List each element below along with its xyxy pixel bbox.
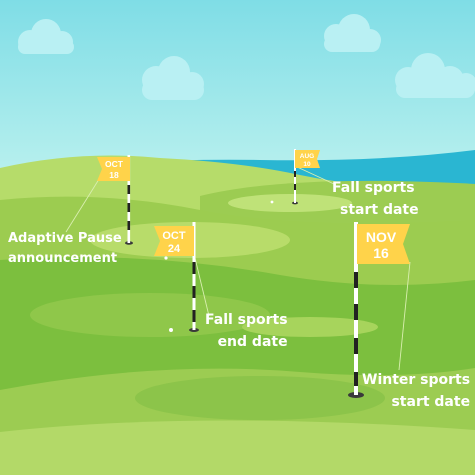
cloud — [324, 14, 381, 52]
flagpole-stripes — [294, 171, 296, 190]
fairway-fall-end — [30, 293, 270, 337]
connector-adaptive — [65, 175, 102, 233]
flag-month: OCT — [105, 159, 124, 169]
connector-winter — [398, 261, 411, 371]
flag-cloth — [154, 226, 194, 256]
golf-ball — [270, 200, 274, 204]
label-winter-start: Winter sports start date — [362, 369, 470, 413]
cloud — [142, 56, 204, 100]
flag-cloth — [357, 224, 410, 264]
label-line: start date — [340, 202, 419, 218]
flag-cloth — [295, 150, 320, 168]
connector-fall-start — [294, 165, 335, 185]
flag-day: 16 — [373, 245, 389, 261]
flag-day: 10 — [303, 161, 311, 168]
flagpole-stripes — [354, 272, 358, 386]
connector-fall-end — [194, 257, 210, 317]
sky — [0, 0, 475, 175]
golf-ball — [169, 328, 173, 332]
flag-oct-24: OCT 24 — [154, 222, 199, 332]
label-line: end date — [217, 334, 288, 350]
flagpole-stripes — [192, 262, 196, 322]
label-line: Adaptive Pause — [8, 231, 122, 246]
green-winter — [135, 376, 385, 420]
green-aug — [228, 194, 352, 212]
connector-lines — [65, 165, 411, 371]
label-line: Fall sports — [332, 180, 415, 196]
flag-day: 24 — [168, 243, 181, 255]
flagpole — [127, 155, 131, 243]
golf-ball — [164, 256, 168, 260]
flagpole — [192, 222, 196, 330]
foreground-edge — [0, 420, 475, 475]
cloud — [395, 53, 475, 98]
green-fall-end — [242, 317, 378, 337]
cloud — [18, 19, 74, 54]
label-line: announcement — [8, 251, 118, 266]
flag-nov-16: NOV 16 — [348, 222, 410, 398]
label-adaptive-pause: Adaptive Pause announcement — [8, 229, 122, 269]
flag-month: AUG — [300, 153, 314, 160]
label-line: Fall sports — [205, 312, 288, 328]
flag-month: NOV — [366, 229, 397, 245]
label-line: start date — [391, 394, 471, 410]
flag-month: OCT — [162, 230, 186, 242]
flag-oct-18: OCT 18 — [97, 155, 133, 245]
label-line: Winter sports — [362, 372, 471, 388]
flag-cloth — [97, 157, 130, 181]
label-fall-start: Fall sports start date — [332, 177, 419, 221]
flag-day: 18 — [109, 170, 119, 180]
flag-aug-10: AUG 10 — [292, 149, 320, 205]
flagpole-stripes — [127, 185, 131, 230]
label-fall-end: Fall sports end date — [205, 309, 288, 353]
clouds — [18, 14, 475, 100]
